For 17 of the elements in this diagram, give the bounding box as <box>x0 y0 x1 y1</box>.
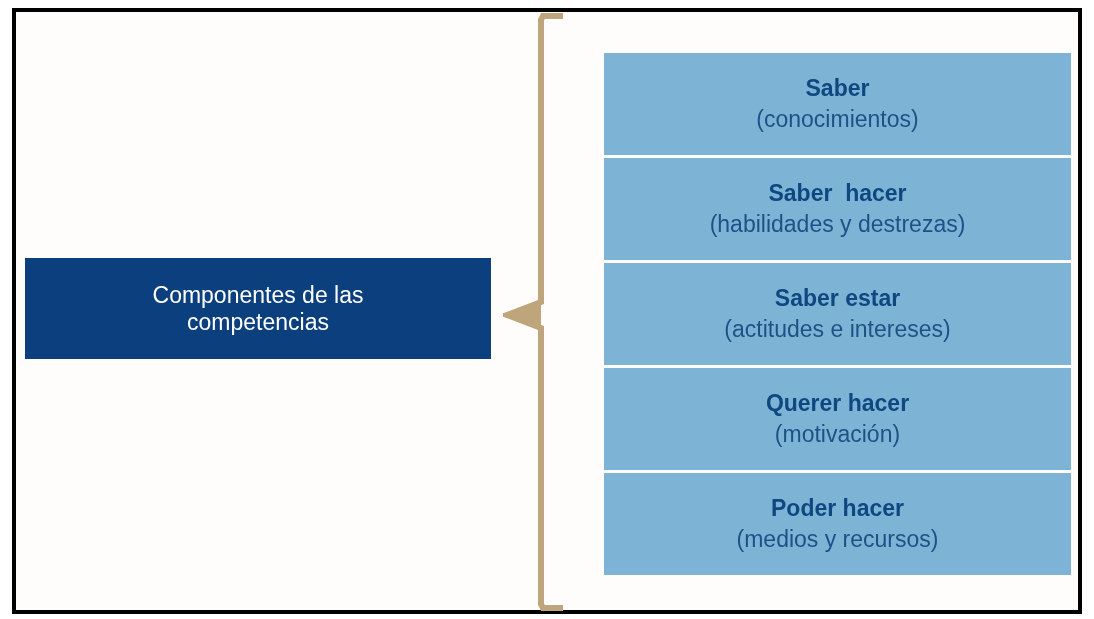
component-description: (motivación) <box>774 420 901 449</box>
component-heading: Saber hacer <box>768 179 907 208</box>
main-box <box>25 258 491 359</box>
component-description: (habilidades y destrezas) <box>709 210 966 239</box>
component-box <box>604 53 1071 155</box>
component-box <box>604 368 1071 470</box>
component-description: (actitudes e intereses) <box>724 315 951 344</box>
component-heading: Saber <box>805 74 870 103</box>
component-description: (medios y recursos) <box>736 525 939 554</box>
component-heading: Saber estar <box>774 284 901 313</box>
component-heading: Querer hacer <box>765 389 910 418</box>
component-description: (conocimientos) <box>756 105 919 134</box>
component-box <box>604 158 1071 260</box>
node-text: Componentes de las competencias <box>151 281 365 336</box>
component-box <box>604 473 1071 575</box>
component-heading: Poder hacer <box>771 494 904 523</box>
component-box <box>604 263 1071 365</box>
